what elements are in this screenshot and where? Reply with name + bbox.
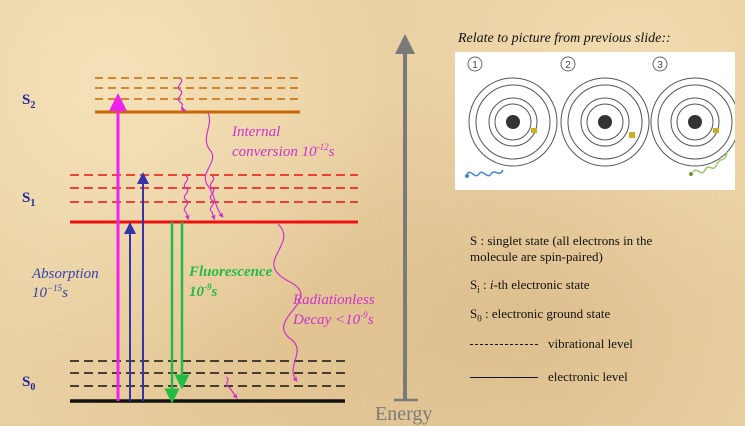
fluorescence-arrows [172, 222, 182, 396]
singlet-definition-line2: molecule are spin-paired) [470, 249, 603, 265]
s1-label: S1 [22, 190, 35, 209]
s0-label: S0 [22, 374, 35, 393]
legend-title: Relate to picture from previous slide:: [458, 31, 671, 47]
internal-conversion-time: conversion 10-12s [232, 142, 335, 160]
radiationless-label: Radiationless [292, 292, 375, 308]
atom-number-2: 2 [565, 60, 571, 71]
vibrational-relaxation-squiggles [178, 78, 236, 397]
fluorescence-time: 10-9s [189, 282, 218, 300]
absorption-time: 10−15s [32, 283, 68, 301]
s2-label: S2 [22, 92, 35, 111]
s0-levels [70, 361, 345, 401]
radiationless-time: Decay <10-9s [292, 310, 374, 328]
atom-3: 3 [651, 57, 735, 176]
internal-conversion-label: Internal [231, 124, 280, 140]
atom-1: 1 [465, 57, 557, 178]
atom-number-1: 1 [472, 60, 478, 71]
atom-picture-panel: 1 2 3 [455, 52, 735, 190]
ith-state-definition: Si : i-th electronic state [470, 277, 590, 298]
s2-levels [95, 78, 300, 112]
electronic-level-swatch [470, 377, 538, 378]
internal-conversion-path [205, 113, 222, 216]
energy-axis [394, 44, 418, 400]
vibrational-level-swatch [470, 344, 538, 345]
fluorescence-label: Fluorescence [188, 264, 273, 280]
atom-diagrams: 1 2 3 [455, 52, 735, 190]
absorption-label: Absorption [31, 266, 99, 282]
electronic-level-label: electronic level [548, 369, 628, 385]
atom-number-3: 3 [657, 60, 663, 71]
atom-2: 2 [561, 57, 649, 166]
vibrational-level-label: vibrational level [548, 336, 633, 352]
ground-state-definition: S0 : electronic ground state [470, 306, 610, 327]
absorption-arrows [118, 102, 143, 401]
singlet-definition: S : singlet state (all electrons in the [470, 233, 652, 249]
energy-label: Energy [375, 403, 432, 425]
